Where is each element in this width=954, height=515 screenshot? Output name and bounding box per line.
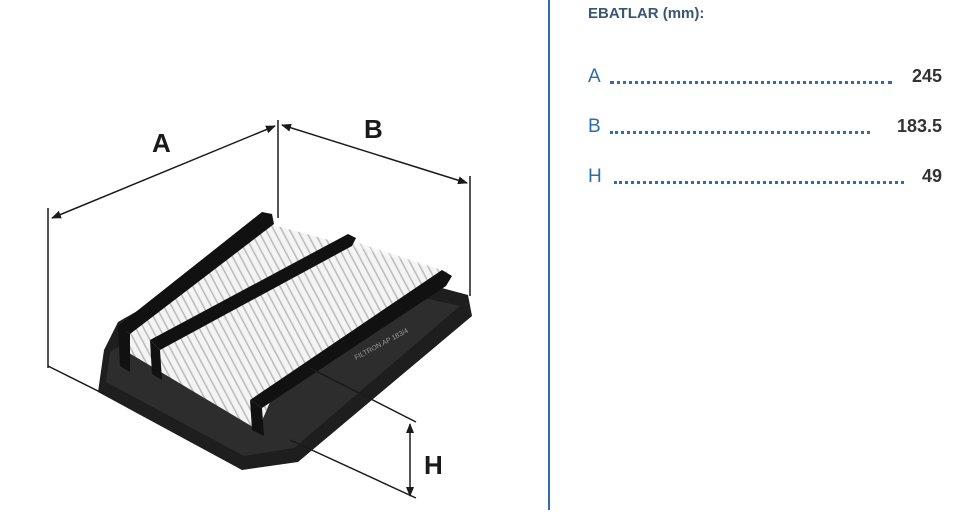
spec-label-b: B: [588, 116, 601, 137]
air-filter-illustration: FILTRON AP 183/4 A B H: [47, 114, 472, 499]
dimension-a: A: [47, 120, 279, 368]
dot-leader: [610, 81, 892, 84]
dot-leader: [614, 181, 904, 184]
spec-label-a: A: [588, 66, 601, 87]
spec-row-h: H 49: [588, 166, 942, 190]
spec-row-b: B 183.5: [588, 116, 942, 140]
spec-value-a: 245: [911, 66, 942, 86]
dimension-b-label: B: [364, 114, 383, 144]
spec-value-b: 183.5: [896, 116, 942, 136]
filter-body: FILTRON AP 183/4: [98, 212, 472, 470]
dimension-h: H: [47, 365, 443, 499]
dot-leader: [610, 131, 870, 134]
spec-label-h: H: [588, 166, 602, 187]
dimensions-panel: EBATLAR (mm): A 245 B 183.5 H 49: [550, 0, 954, 510]
filter-diagram: FILTRON AP 183/4 A B H: [47, 114, 472, 499]
dimensions-title: EBATLAR (mm):: [588, 5, 705, 22]
panel-divider: [548, 0, 550, 510]
spec-value-h: 49: [921, 166, 942, 186]
dimension-h-label: H: [424, 450, 443, 480]
dimension-a-label: A: [152, 128, 171, 158]
spec-row-a: A 245: [588, 66, 942, 90]
dimension-b: B: [281, 114, 471, 296]
